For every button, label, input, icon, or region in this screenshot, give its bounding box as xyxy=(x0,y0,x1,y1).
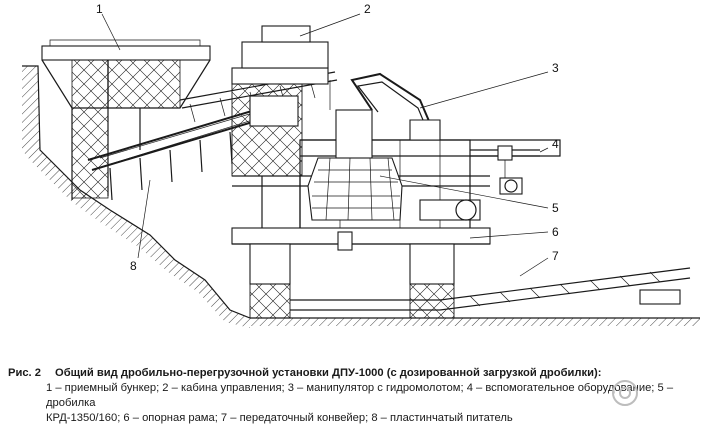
ground-profile xyxy=(22,65,700,328)
manipulator xyxy=(329,72,441,141)
figure-title: Общий вид дробильно-перегрузочной устано… xyxy=(55,367,602,379)
callout-4: 4 xyxy=(552,137,559,151)
caption-line-1: 1 – приемный бункер; 2 – кабина управлен… xyxy=(46,382,674,409)
callout-8: 8 xyxy=(130,259,137,273)
transfer-conveyor xyxy=(290,267,691,311)
caption-line-2: КРД-1350/160; 6 – опорная рама; 7 – пере… xyxy=(46,412,513,424)
auxiliary-equipment xyxy=(470,145,540,195)
callout-7: 7 xyxy=(552,249,559,263)
callout-5: 5 xyxy=(552,201,559,215)
crusher-plant-drawing: 1 2 3 4 5 6 7 8 xyxy=(22,2,700,328)
callout-labels: 1 2 3 4 5 6 7 8 xyxy=(96,2,559,273)
figure-label: Рис. 2 xyxy=(8,367,41,379)
caption-title-row: Рис. 2 Общий вид дробильно-перегрузочной… xyxy=(8,366,712,381)
callout-6: 6 xyxy=(552,225,559,239)
callout-1: 1 xyxy=(96,2,103,16)
receiving-hopper xyxy=(41,39,211,200)
watermark-icon xyxy=(612,380,638,406)
crusher xyxy=(307,109,481,221)
callout-leaders xyxy=(101,13,549,277)
support-frame xyxy=(231,227,491,319)
figure-caption: Рис. 2 Общий вид дробильно-перегрузочной… xyxy=(8,366,712,426)
main-frame xyxy=(231,25,561,231)
callout-3: 3 xyxy=(552,61,559,75)
caption-legend: 1 – приемный бункер; 2 – кабина управлен… xyxy=(8,381,712,426)
callout-2: 2 xyxy=(364,2,371,16)
